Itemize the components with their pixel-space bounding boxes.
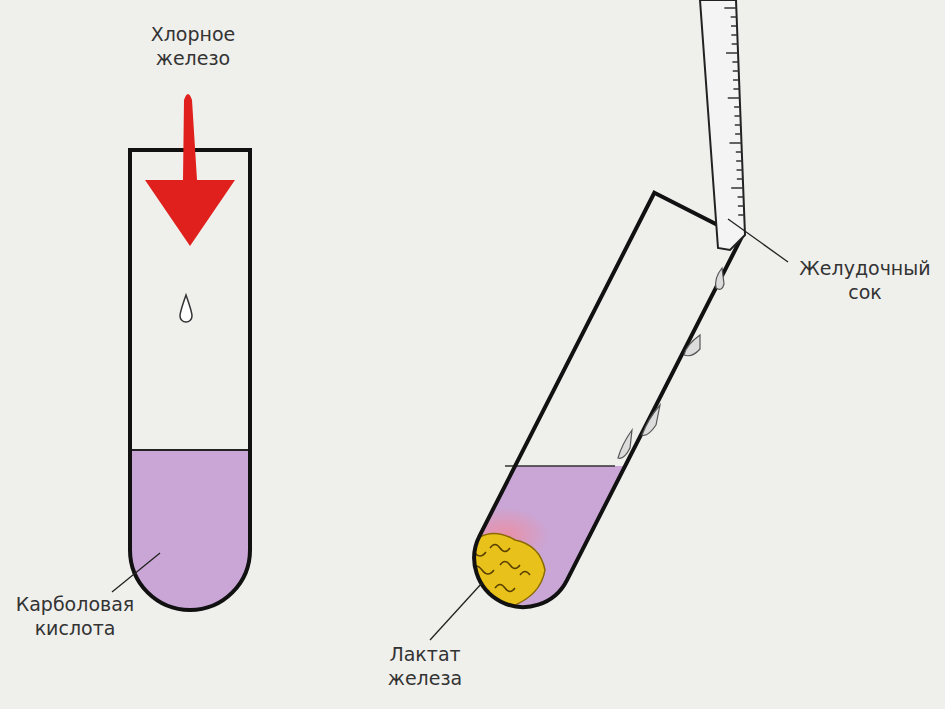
reagent-label: Хлорное железо xyxy=(128,22,258,70)
gastric-liquid xyxy=(400,466,760,666)
drops xyxy=(618,268,724,458)
pipette xyxy=(700,0,745,250)
precipitate-label: Лактат железа xyxy=(360,642,490,690)
liquid-surface xyxy=(505,465,615,467)
liquid-label: Карболовая кислота xyxy=(10,592,140,640)
carbolic-acid-liquid xyxy=(120,450,260,630)
liquid-surface xyxy=(130,449,250,451)
liquid-label: Желудочный сок xyxy=(790,256,940,304)
test-tube xyxy=(457,193,741,624)
drop xyxy=(180,295,192,322)
leader-lines xyxy=(112,219,788,640)
red-arrow xyxy=(145,94,235,246)
